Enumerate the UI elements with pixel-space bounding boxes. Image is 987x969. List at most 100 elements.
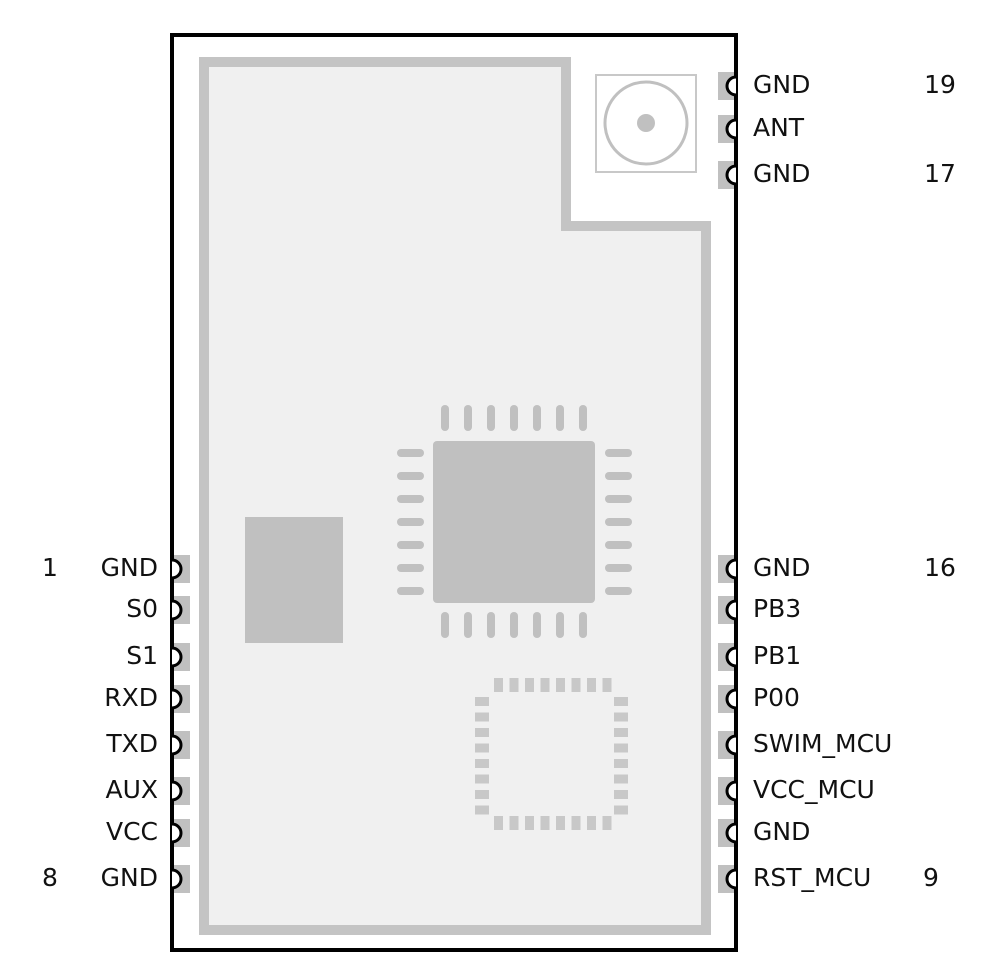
pin-label: VCC_MCU: [753, 775, 875, 804]
pin-notch: [725, 780, 737, 802]
crystal-component: [245, 517, 343, 643]
pin-number: 16: [924, 553, 956, 582]
main-chip-qfn: [397, 405, 632, 638]
mcu-pad: [525, 816, 534, 830]
pin-label: GND: [101, 553, 158, 582]
pin-label: GND: [101, 863, 158, 892]
pin-notch: [725, 599, 737, 621]
mcu-pad: [475, 743, 489, 753]
pin-notch: [725, 868, 737, 890]
pin-ant: ANT: [718, 113, 805, 143]
chip-pad: [510, 612, 518, 638]
pin-gnd: GND 8: [42, 863, 190, 893]
chip-pad: [487, 405, 495, 431]
mcu-pad: [556, 678, 565, 692]
chip-pad: [397, 564, 424, 572]
chip-pad: [487, 612, 495, 638]
antenna-connector-pin: [637, 114, 655, 132]
mcu-pad: [540, 816, 550, 830]
pin-notch: [725, 75, 737, 97]
pin-label: TXD: [105, 729, 158, 758]
pin-notch: [171, 868, 183, 890]
chip-pad: [556, 405, 564, 431]
pin-number: 8: [42, 863, 58, 892]
mcu-pad: [475, 728, 489, 737]
pin-label: GND: [753, 817, 810, 846]
chip-pad: [533, 405, 541, 431]
mcu-pad: [602, 678, 612, 692]
chip-pad: [510, 405, 518, 431]
pin-label: SWIM_MCU: [753, 729, 892, 758]
pin-swim-mcu: SWIM_MCU: [718, 729, 892, 759]
pin-number: 19: [924, 70, 956, 99]
antenna-connector: [595, 74, 697, 173]
chip-pad: [397, 449, 424, 457]
chip-pad: [533, 612, 541, 638]
chip-pad: [441, 612, 449, 638]
pin-rst-mcu: RST_MCU 9: [718, 863, 939, 893]
pin-label: PB3: [753, 594, 801, 623]
pin-label: ANT: [753, 113, 805, 142]
mcu-pad: [614, 759, 628, 768]
chip-pad: [464, 405, 472, 431]
pin-pb3: PB3: [718, 594, 801, 624]
pin-label: GND: [753, 70, 810, 99]
mcu-pad: [614, 743, 628, 753]
mcu-pad: [587, 816, 596, 830]
mcu-pad: [475, 790, 489, 799]
mcu-pad: [475, 805, 489, 815]
main-chip-body: [433, 441, 595, 603]
pin-label: AUX: [105, 775, 158, 804]
pin-label: RST_MCU: [753, 863, 871, 892]
antenna-connector-frame: [595, 74, 697, 173]
pin-notch: [725, 822, 737, 844]
mcu-pad: [475, 712, 489, 722]
pin-label: S0: [126, 594, 158, 623]
mcu-chip-footprint: [475, 678, 628, 830]
chip-pad: [441, 405, 449, 431]
pin-vcc-mcu: VCC_MCU: [718, 775, 875, 805]
mcu-pad: [571, 816, 581, 830]
pin-gnd: GND 16: [718, 553, 956, 583]
mcu-pad: [556, 816, 565, 830]
pin-label: P00: [753, 683, 800, 712]
chip-pad: [397, 518, 424, 526]
pin-notch: [725, 118, 737, 140]
pin-p00: P00: [718, 683, 800, 713]
pin-notch: [725, 646, 737, 668]
pin-vcc: VCC: [106, 817, 190, 847]
pin-txd: TXD: [105, 729, 190, 759]
pin-notch: [171, 822, 183, 844]
mcu-pad: [475, 759, 489, 768]
pin-number: 9: [923, 863, 939, 892]
pin-gnd: GND 1: [42, 553, 190, 583]
pin-gnd: GND 19: [718, 70, 956, 100]
mcu-pad: [602, 816, 612, 830]
chip-pad: [556, 612, 564, 638]
pin-aux: AUX: [105, 775, 190, 805]
pin-s1: S1: [126, 641, 190, 671]
chip-pad: [579, 405, 587, 431]
mcu-pad: [525, 678, 534, 692]
pin-notch: [725, 164, 737, 186]
mcu-pad: [509, 816, 519, 830]
mcu-pad: [475, 774, 489, 784]
chip-pad: [464, 612, 472, 638]
pin-number: 17: [924, 159, 956, 188]
mcu-pad: [540, 678, 550, 692]
mcu-pad: [494, 678, 503, 692]
chip-pad: [397, 495, 424, 503]
mcu-pad: [494, 816, 503, 830]
pin-notch: [171, 734, 183, 756]
pin-notch: [171, 780, 183, 802]
chip-pad: [605, 587, 632, 595]
chip-pad: [579, 612, 587, 638]
pin-number: 1: [42, 553, 58, 582]
mcu-pad: [614, 805, 628, 815]
mcu-pad: [614, 774, 628, 784]
pin-label: GND: [753, 553, 810, 582]
pin-label: VCC: [106, 817, 158, 846]
